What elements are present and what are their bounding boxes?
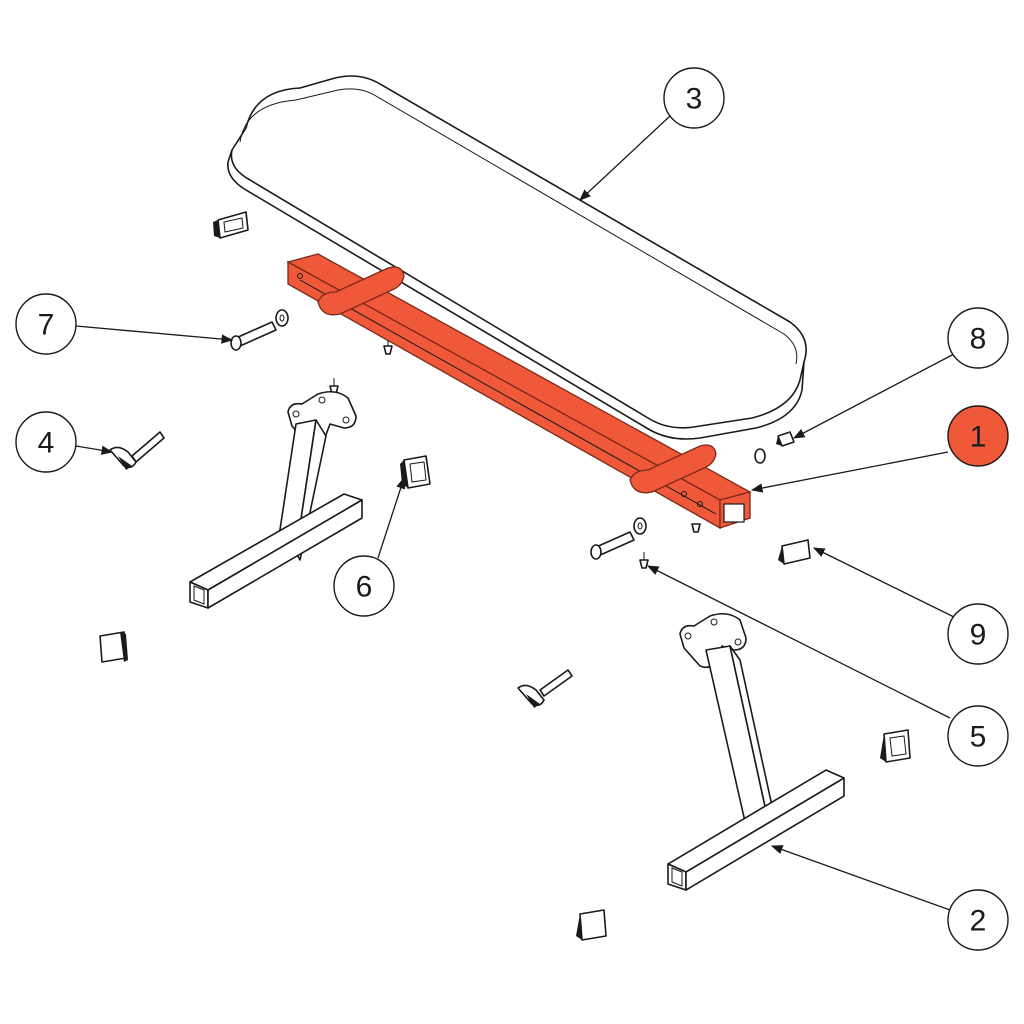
part-8-nut bbox=[754, 431, 795, 464]
part-6-end-cap bbox=[400, 455, 431, 489]
callout-number-4: 4 bbox=[38, 427, 55, 460]
callout-circle-3 bbox=[663, 67, 725, 129]
leader-2 bbox=[770, 845, 951, 911]
part-7-bolt-left bbox=[230, 309, 289, 351]
callout-6: 6 bbox=[333, 555, 395, 617]
callout-number-3: 3 bbox=[686, 83, 703, 116]
callout-circle-2 bbox=[947, 889, 1009, 951]
part-5-screw bbox=[639, 552, 649, 569]
leader-1 bbox=[750, 451, 949, 493]
leader-7 bbox=[75, 325, 234, 344]
callout-1: 1 bbox=[947, 405, 1009, 467]
callout-7: 7 bbox=[15, 293, 77, 355]
leader-5 bbox=[646, 565, 951, 719]
callout-number-6: 6 bbox=[356, 571, 373, 604]
screw-small-3 bbox=[691, 523, 701, 533]
leader-4 bbox=[75, 445, 114, 455]
callout-8: 8 bbox=[947, 307, 1009, 369]
leader-lines bbox=[75, 115, 957, 911]
leader-3 bbox=[579, 115, 671, 201]
left-leg-frame bbox=[189, 390, 363, 609]
callout-5: 5 bbox=[947, 705, 1009, 767]
part-1-main-rail bbox=[286, 253, 752, 530]
callout-circle-1 bbox=[947, 405, 1009, 467]
callout-9: 9 bbox=[947, 603, 1009, 665]
callout-circle-9 bbox=[947, 603, 1009, 665]
part-3-seat-pad bbox=[227, 75, 807, 440]
callout-circle-8 bbox=[947, 307, 1009, 369]
callout-number-8: 8 bbox=[970, 323, 987, 356]
callout-4: 4 bbox=[15, 411, 77, 473]
part-4-knob-bolt bbox=[109, 431, 165, 470]
right-leg-frame bbox=[667, 612, 845, 891]
foot-cap-left bbox=[99, 631, 128, 663]
knob-bolt-right bbox=[517, 669, 573, 708]
callout-number-2: 2 bbox=[970, 905, 987, 938]
callout-number-9: 9 bbox=[970, 619, 987, 652]
part-9-end-cap bbox=[778, 539, 811, 565]
callout-number-1: 1 bbox=[970, 421, 987, 454]
leader-8 bbox=[792, 353, 955, 439]
callout-circle-4 bbox=[15, 411, 77, 473]
part-7-bolt-right bbox=[590, 517, 647, 560]
leader-9 bbox=[812, 547, 957, 619]
callout-number-7: 7 bbox=[38, 309, 55, 342]
foot-cap-right-lower bbox=[576, 909, 607, 941]
leader-6 bbox=[377, 476, 406, 559]
callout-circle-6 bbox=[333, 555, 395, 617]
foot-cap-right-upper bbox=[880, 729, 911, 763]
end-cap-top-left bbox=[213, 211, 249, 239]
screw-small-1 bbox=[383, 340, 393, 355]
callout-3: 3 bbox=[663, 67, 725, 129]
callout-2: 2 bbox=[947, 889, 1009, 951]
callout-labels: 1 2 3 4 5 6 7 8 9 bbox=[15, 67, 1009, 951]
callout-circle-7 bbox=[15, 293, 77, 355]
callout-number-5: 5 bbox=[970, 721, 987, 754]
callout-circle-5 bbox=[947, 705, 1009, 767]
